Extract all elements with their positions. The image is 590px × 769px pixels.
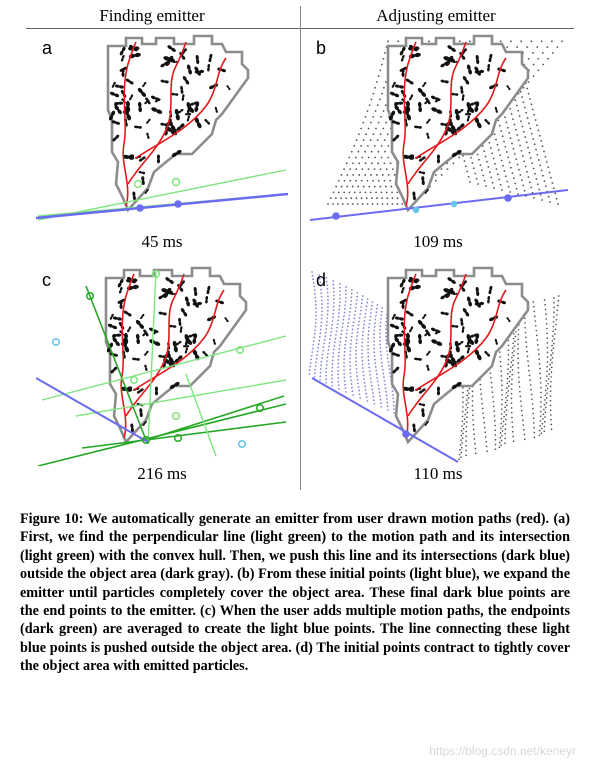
intersection-light-green xyxy=(151,269,161,279)
timing-b: 109 ms xyxy=(413,232,463,251)
intersection-light-green xyxy=(133,179,143,189)
line-light-green xyxy=(41,335,287,401)
endpoint-dark-blue xyxy=(402,430,410,438)
initial-point-light-blue xyxy=(450,200,458,208)
emitter-line xyxy=(311,377,459,463)
column-title-adjusting: Adjusting emitter xyxy=(376,6,496,25)
panel-label-a: a xyxy=(42,38,53,58)
object-area xyxy=(106,34,250,213)
column-title-finding: Finding emitter xyxy=(99,6,205,25)
watermark: https://blog.csdn.net/keneyr xyxy=(429,744,576,758)
perpendicular-line-dark-green xyxy=(85,285,147,441)
panel-label-d: d xyxy=(316,270,327,290)
panel-a xyxy=(36,34,288,234)
panel-a-illustration xyxy=(36,34,288,221)
column-divider xyxy=(300,6,301,490)
intersection-dark-blue xyxy=(174,200,182,208)
endpoint-dark-blue xyxy=(332,212,340,220)
initial-point-light-blue xyxy=(412,206,420,214)
intersection-light-green xyxy=(171,177,181,187)
line-light-green xyxy=(185,373,217,457)
panel-b xyxy=(308,34,570,234)
panel-label-c: c xyxy=(42,270,51,290)
endpoint-dark-green xyxy=(255,403,265,413)
pushed-line-dark-blue xyxy=(36,192,288,220)
emitter-line xyxy=(309,189,569,221)
object-area xyxy=(104,266,248,445)
point-light-blue xyxy=(237,439,247,449)
intersection-light-green xyxy=(129,375,139,385)
panel-c-illustration xyxy=(36,266,287,466)
panel-b-illustration xyxy=(309,34,569,221)
intersection-light-green xyxy=(235,345,245,355)
endpoint-dark-blue xyxy=(504,194,512,202)
emitter-line xyxy=(36,377,149,443)
endpoint-dark-green xyxy=(173,433,183,443)
object-area xyxy=(386,266,530,445)
panel-d xyxy=(308,266,570,466)
particle-field-blue xyxy=(308,271,395,414)
perpendicular-line-dark-green xyxy=(37,403,287,466)
timing-d: 110 ms xyxy=(413,464,463,483)
panel-label-b: b xyxy=(316,38,327,58)
intersection-dark-blue xyxy=(136,204,144,212)
intersection-light-green xyxy=(171,411,181,421)
panel-d-illustration xyxy=(308,266,560,463)
timing-c: 216 ms xyxy=(137,464,187,483)
perpendicular-line-light-green-2 xyxy=(37,169,287,221)
point-light-blue xyxy=(51,337,61,347)
endpoint-dark-green xyxy=(85,291,95,301)
line-light-green xyxy=(147,271,157,445)
perpendicular-line-dark-green xyxy=(81,421,287,449)
endpoint-dark-green xyxy=(141,435,151,445)
line-light-green xyxy=(75,379,287,417)
object-area xyxy=(386,34,530,213)
timing-a: 45 ms xyxy=(141,232,183,251)
figure-caption: Figure 10: We automatically generate an … xyxy=(20,511,570,675)
panel-c xyxy=(36,266,288,466)
